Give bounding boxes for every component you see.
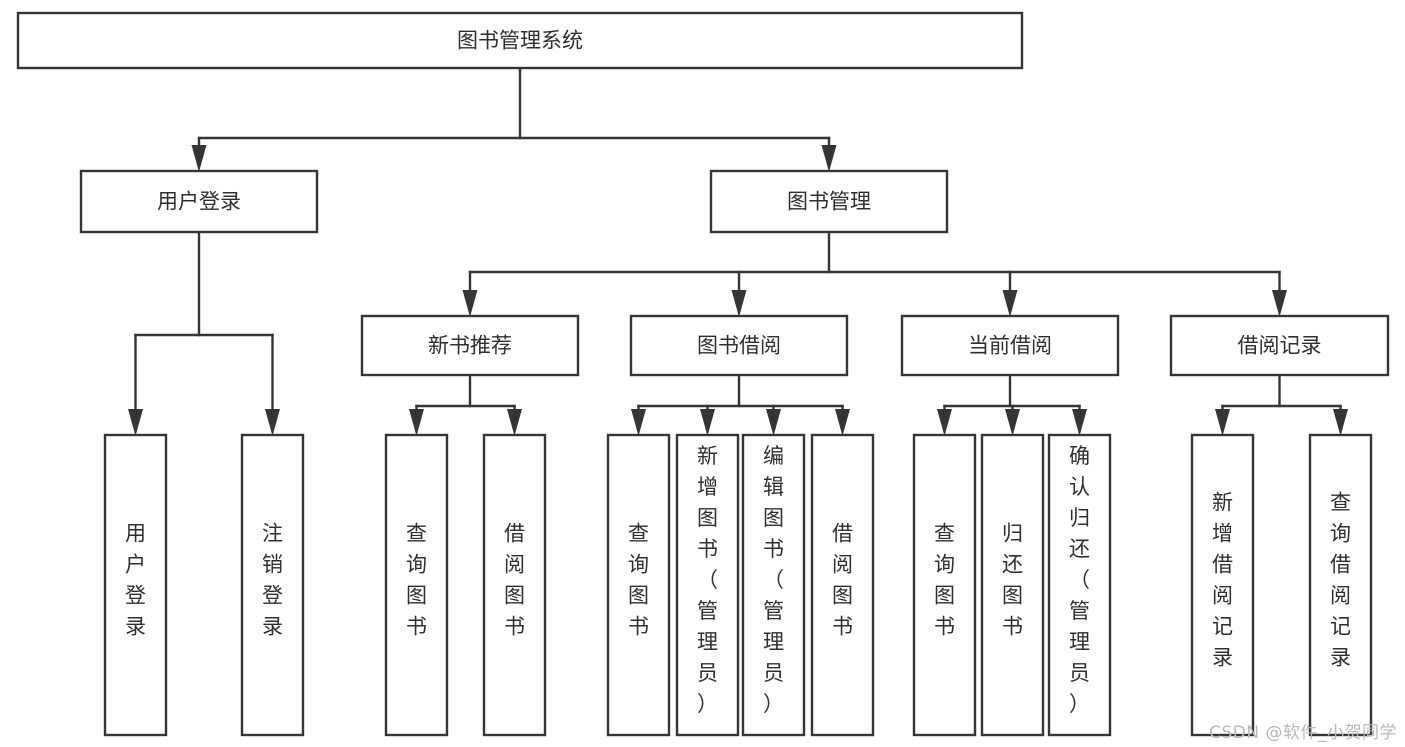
edge-arrowhead xyxy=(835,409,850,436)
node-label-borrow-record: 借阅记录 xyxy=(1238,334,1322,358)
edge-group-user-login xyxy=(128,230,280,436)
node-box-root[interactable] xyxy=(16,11,1024,70)
edge-arrowhead xyxy=(128,409,143,436)
node-new-book-rec[interactable]: 新书推荐 xyxy=(360,314,580,377)
node-leaf-bb-add[interactable]: 新增图书（管理员） xyxy=(675,433,740,737)
node-label-leaf-bb-borrow: 借阅图书 xyxy=(832,522,853,639)
node-box-current-borrow[interactable] xyxy=(900,314,1120,377)
edge-group-borrow-record xyxy=(1215,373,1348,436)
node-leaf-nbr-query[interactable]: 查询图书 xyxy=(384,433,449,737)
node-box-leaf-br-query[interactable] xyxy=(1308,433,1373,737)
node-label-leaf-user-login: 用户登录 xyxy=(125,522,146,639)
node-label-leaf-bb-query: 查询图书 xyxy=(628,522,649,639)
edge-group-root xyxy=(191,66,837,172)
node-label-leaf-user-logout: 注销登录 xyxy=(262,522,283,639)
node-box-borrow-record[interactable] xyxy=(1169,314,1390,377)
edge-arrowhead xyxy=(1005,409,1020,436)
edge-arrowhead xyxy=(1002,290,1018,317)
node-label-leaf-br-add: 新增借阅记录 xyxy=(1212,491,1233,670)
nodes-layer: 图书管理系统用户登录图书管理新书推荐图书借阅当前借阅借阅记录用户登录注销登录查询… xyxy=(16,11,1390,737)
node-label-new-book-rec: 新书推荐 xyxy=(428,334,512,358)
node-box-leaf-nbr-query[interactable] xyxy=(384,433,449,737)
node-box-leaf-bb-add[interactable] xyxy=(675,433,740,737)
node-leaf-bb-edit[interactable]: 编辑图书（管理员） xyxy=(741,433,806,737)
edge-arrowhead xyxy=(766,409,781,436)
node-box-leaf-user-login[interactable] xyxy=(103,433,168,737)
edge-arrowhead xyxy=(191,145,207,172)
node-label-leaf-bb-add: 新增图书（管理员） xyxy=(697,444,718,716)
edge-arrowhead xyxy=(507,409,522,436)
edge-arrowhead xyxy=(1333,409,1348,436)
node-label-current-borrow: 当前借阅 xyxy=(968,334,1052,358)
edge-arrowhead xyxy=(462,290,478,317)
edge-arrowhead xyxy=(937,409,952,436)
edge-arrowhead xyxy=(1072,409,1087,436)
node-box-leaf-cb-query[interactable] xyxy=(912,433,977,737)
node-book-borrow[interactable]: 图书借阅 xyxy=(629,314,849,377)
node-label-user-login: 用户登录 xyxy=(157,190,241,214)
edge-arrowhead xyxy=(265,409,280,436)
node-box-leaf-nbr-borrow[interactable] xyxy=(482,433,547,737)
node-leaf-user-login[interactable]: 用户登录 xyxy=(103,433,168,737)
edge-arrowhead xyxy=(1272,290,1287,317)
edge-arrowhead xyxy=(731,290,747,317)
node-box-leaf-br-add[interactable] xyxy=(1190,433,1255,737)
edge-group-book-borrow xyxy=(631,373,850,436)
node-box-leaf-bb-query[interactable] xyxy=(606,433,671,737)
edge-arrowhead xyxy=(700,409,715,436)
node-label-book-manage: 图书管理 xyxy=(787,190,871,214)
edge-group-book-manage xyxy=(462,230,1287,317)
node-label-root: 图书管理系统 xyxy=(457,29,583,53)
node-label-leaf-cb-confirm: 确认归还（管理员） xyxy=(1069,444,1090,716)
node-label-leaf-cb-return: 归还图书 xyxy=(1002,522,1023,639)
node-leaf-nbr-borrow[interactable]: 借阅图书 xyxy=(482,433,547,737)
node-book-manage[interactable]: 图书管理 xyxy=(709,169,949,234)
edge-arrowhead xyxy=(821,145,837,172)
edge-arrowhead xyxy=(631,409,646,436)
edge-group-new-book-rec xyxy=(409,373,522,436)
node-leaf-bb-borrow[interactable]: 借阅图书 xyxy=(810,433,875,737)
node-box-book-manage[interactable] xyxy=(709,169,949,234)
node-box-leaf-cb-confirm[interactable] xyxy=(1047,433,1112,737)
node-current-borrow[interactable]: 当前借阅 xyxy=(900,314,1120,377)
node-leaf-bb-query[interactable]: 查询图书 xyxy=(606,433,671,737)
node-label-leaf-br-query: 查询借阅记录 xyxy=(1330,491,1351,670)
node-label-leaf-nbr-borrow: 借阅图书 xyxy=(504,522,525,639)
node-box-new-book-rec[interactable] xyxy=(360,314,580,377)
node-leaf-br-add[interactable]: 新增借阅记录 xyxy=(1190,433,1255,737)
node-leaf-br-query[interactable]: 查询借阅记录 xyxy=(1308,433,1373,737)
edges-layer xyxy=(128,66,1348,436)
node-label-leaf-cb-query: 查询图书 xyxy=(934,522,955,639)
node-label-leaf-nbr-query: 查询图书 xyxy=(406,522,427,639)
node-box-user-login[interactable] xyxy=(79,169,319,234)
node-label-book-borrow: 图书借阅 xyxy=(697,334,781,358)
node-box-leaf-user-logout[interactable] xyxy=(240,433,305,737)
node-root[interactable]: 图书管理系统 xyxy=(16,11,1024,70)
node-box-leaf-cb-return[interactable] xyxy=(980,433,1045,737)
node-box-leaf-bb-edit[interactable] xyxy=(741,433,806,737)
edge-group-current-borrow xyxy=(937,373,1087,436)
node-user-login[interactable]: 用户登录 xyxy=(79,169,319,234)
node-box-book-borrow[interactable] xyxy=(629,314,849,377)
edge-arrowhead xyxy=(409,409,424,436)
node-box-leaf-bb-borrow[interactable] xyxy=(810,433,875,737)
node-leaf-cb-query[interactable]: 查询图书 xyxy=(912,433,977,737)
node-label-leaf-bb-edit: 编辑图书（管理员） xyxy=(763,444,784,716)
node-leaf-cb-return[interactable]: 归还图书 xyxy=(980,433,1045,737)
edge-arrowhead xyxy=(1215,409,1230,436)
node-leaf-cb-confirm[interactable]: 确认归还（管理员） xyxy=(1047,433,1112,737)
node-leaf-user-logout[interactable]: 注销登录 xyxy=(240,433,305,737)
node-borrow-record[interactable]: 借阅记录 xyxy=(1169,314,1390,377)
